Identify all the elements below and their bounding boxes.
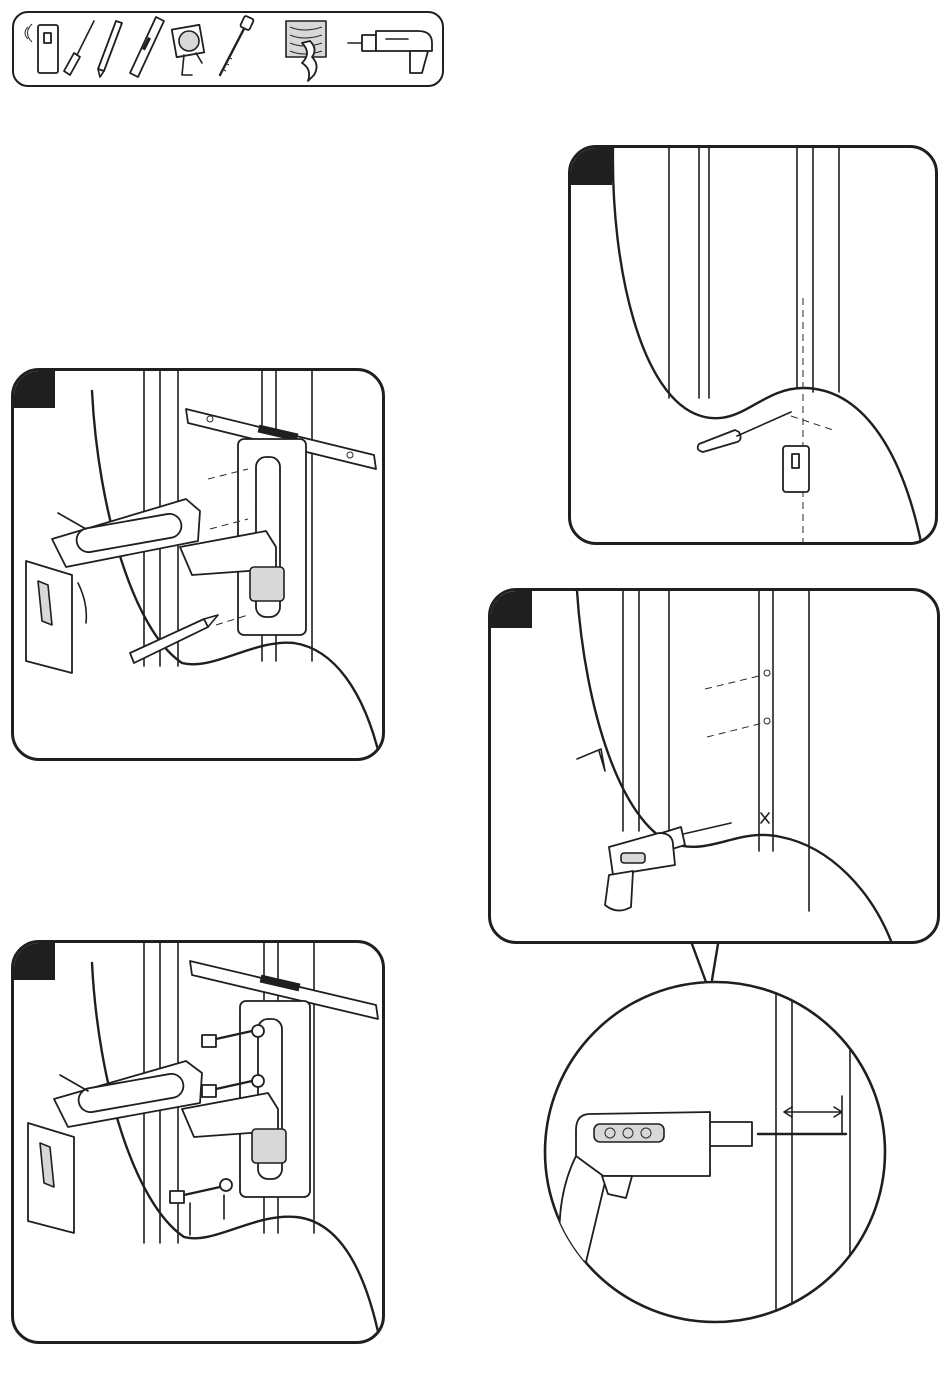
step-mark-holes-panel — [11, 368, 385, 761]
attach-lag-bolts-illustration — [14, 943, 382, 1341]
tools-illustration — [14, 13, 442, 85]
wood-drill-bit-icon — [286, 21, 326, 81]
pencil-icon — [98, 21, 122, 77]
locate-stud-illustration — [571, 148, 935, 542]
step-badge — [11, 940, 55, 980]
drill-pilot-illustration — [491, 591, 937, 941]
stud-finder-icon — [25, 24, 58, 73]
power-drill-icon — [348, 31, 432, 73]
drill-depth-detail — [520, 940, 912, 1324]
mark-holes-illustration — [14, 371, 382, 758]
power-drill-icon — [605, 823, 731, 911]
step-badge — [11, 368, 55, 408]
socket-wrench-icon — [220, 15, 254, 75]
tv-bracket — [28, 1123, 74, 1233]
tape-measure-icon — [172, 25, 204, 75]
screwdriver-icon — [64, 21, 94, 75]
stud-finder-icon — [783, 446, 809, 492]
lag-bolt — [170, 1179, 232, 1203]
step-drill-pilot-panel — [488, 588, 940, 944]
step-badge — [568, 145, 612, 185]
step-attach-lag-bolts-panel — [11, 940, 385, 1344]
tv-bracket — [26, 561, 86, 673]
step-badge — [488, 588, 532, 628]
level-icon — [130, 17, 164, 77]
step-locate-stud-panel — [568, 145, 938, 545]
tools-strip — [12, 11, 444, 87]
